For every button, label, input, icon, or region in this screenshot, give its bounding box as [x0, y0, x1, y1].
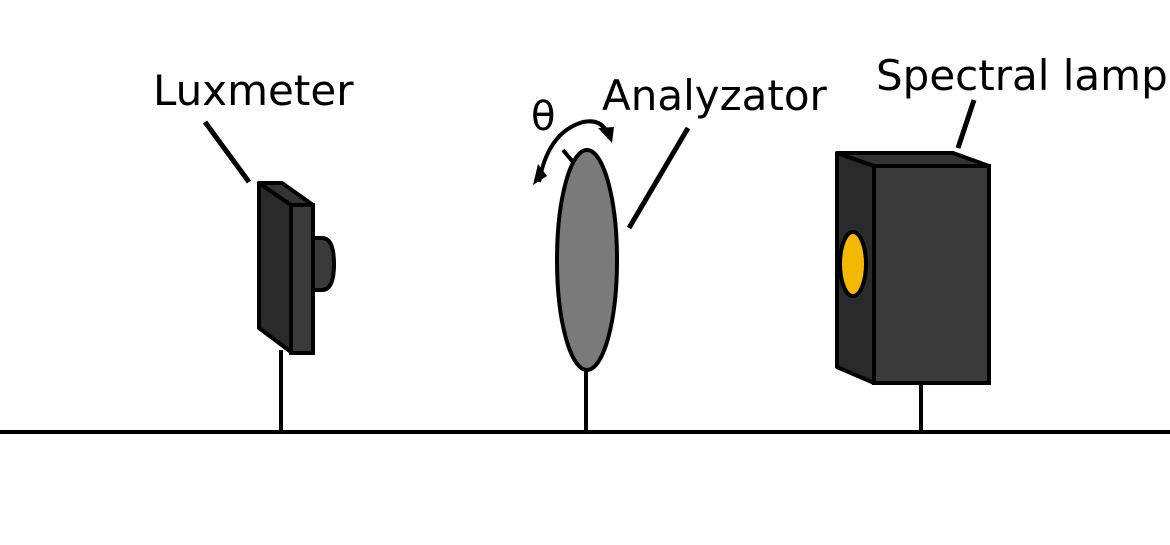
- curved-double-arrow-icon: [533, 119, 614, 185]
- luxmeter-sensor: [311, 236, 336, 292]
- rotation-arrowhead-right: [598, 127, 614, 143]
- angle-theta-label: θ: [531, 94, 555, 140]
- rotation-indicator-tick: [561, 148, 575, 164]
- luxmeter-leader-line: [202, 120, 252, 184]
- luxmeter-label: Luxmeter: [153, 66, 354, 115]
- rotation-arrowhead-left: [533, 164, 547, 185]
- analyzator-leader-line: [626, 126, 691, 230]
- spectral-lamp-leader-line: [955, 99, 977, 149]
- luxmeter: [257, 181, 336, 432]
- analyzator: [555, 148, 619, 432]
- spectral-lamp: [835, 151, 991, 432]
- analyzator-disc: [555, 148, 619, 372]
- spectral-lamp-window: [838, 230, 868, 298]
- spectral-lamp-label: Spectral lamp: [876, 51, 1168, 100]
- luxmeter-side-face: [257, 181, 293, 354]
- spectral-lamp-front-face: [872, 164, 991, 385]
- luxmeter-front-face: [289, 203, 315, 355]
- rotation-arc: [537, 119, 611, 183]
- analyzator-label: Analyzator: [602, 71, 828, 120]
